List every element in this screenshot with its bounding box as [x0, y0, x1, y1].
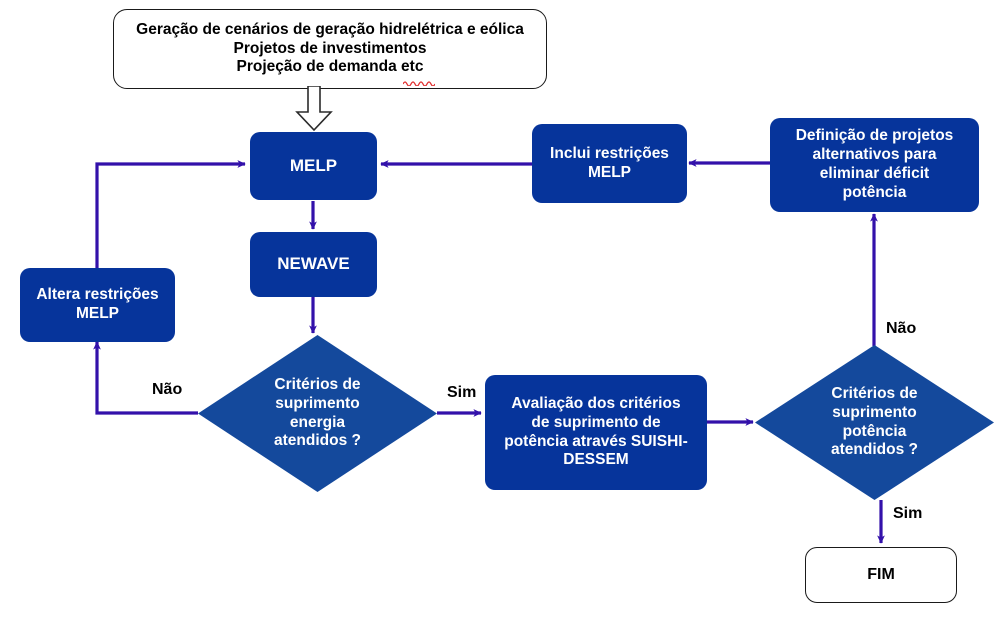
edge-label-potencia-nao: Não: [886, 320, 917, 337]
node-start: Geração de cenários de geração hidrelétr…: [113, 9, 547, 89]
edge-label-energia-sim: Sim: [447, 384, 477, 401]
node-melp-label: MELP: [289, 155, 338, 175]
node-fim-label: FIM: [867, 566, 895, 584]
edge-decisao-energia-nao: [93, 341, 198, 415]
node-avaliacao-line3: potência através SUISHI-: [504, 432, 688, 450]
node-definicao-line4: potência: [842, 183, 907, 201]
node-newave[interactable]: NEWAVE: [250, 232, 377, 297]
node-avaliacao-line1: Avaliação dos critérios: [511, 394, 681, 412]
node-definicao-projetos[interactable]: Definição de projetos alternativos para …: [770, 118, 979, 212]
node-avaliacao-line4: DESSEM: [563, 451, 629, 469]
node-altera-restricoes-melp[interactable]: Altera restrições MELP: [20, 268, 175, 342]
edge-altera-to-melp: [95, 160, 246, 268]
node-definicao-line3: eliminar déficit: [819, 165, 930, 182]
node-decisao-suprimento-energia[interactable]: Critérios de suprimento energia atendido…: [198, 335, 437, 492]
node-newave-label: NEWAVE: [277, 254, 350, 274]
node-start-line3: Projeção de demanda etc: [236, 58, 424, 76]
node-start-line2: Projetos de investimentos: [233, 39, 427, 57]
node-altera-line1: Altera restrições: [36, 286, 159, 304]
node-fim: FIM: [805, 547, 957, 603]
node-inclui-restricoes-melp[interactable]: Inclui restrições MELP: [532, 124, 687, 203]
node-avaliacao-line2: de suprimento de: [531, 413, 661, 431]
node-altera-line2: MELP: [75, 305, 120, 322]
node-definicao-line1: Definição de projetos: [795, 127, 954, 145]
node-inclui-line2: MELP: [587, 163, 632, 181]
node-avaliacao-criterios-potencia[interactable]: Avaliação dos critérios de suprimento de…: [485, 375, 707, 490]
node-definicao-line2: alternativos para: [812, 146, 937, 164]
node-melp[interactable]: MELP: [250, 132, 377, 200]
node-decisao-suprimento-potencia[interactable]: Critérios de suprimento potência atendid…: [755, 345, 994, 500]
node-inclui-line1: Inclui restrições: [550, 144, 669, 162]
block-arrow-start-to-melp: [295, 86, 333, 132]
spellcheck-squiggle-icon: [403, 81, 435, 86]
edge-label-energia-nao: Não: [152, 381, 183, 398]
edge-label-potencia-sim: Sim: [893, 505, 923, 522]
node-start-line1: Geração de cenários de geração hidrelétr…: [136, 20, 524, 38]
